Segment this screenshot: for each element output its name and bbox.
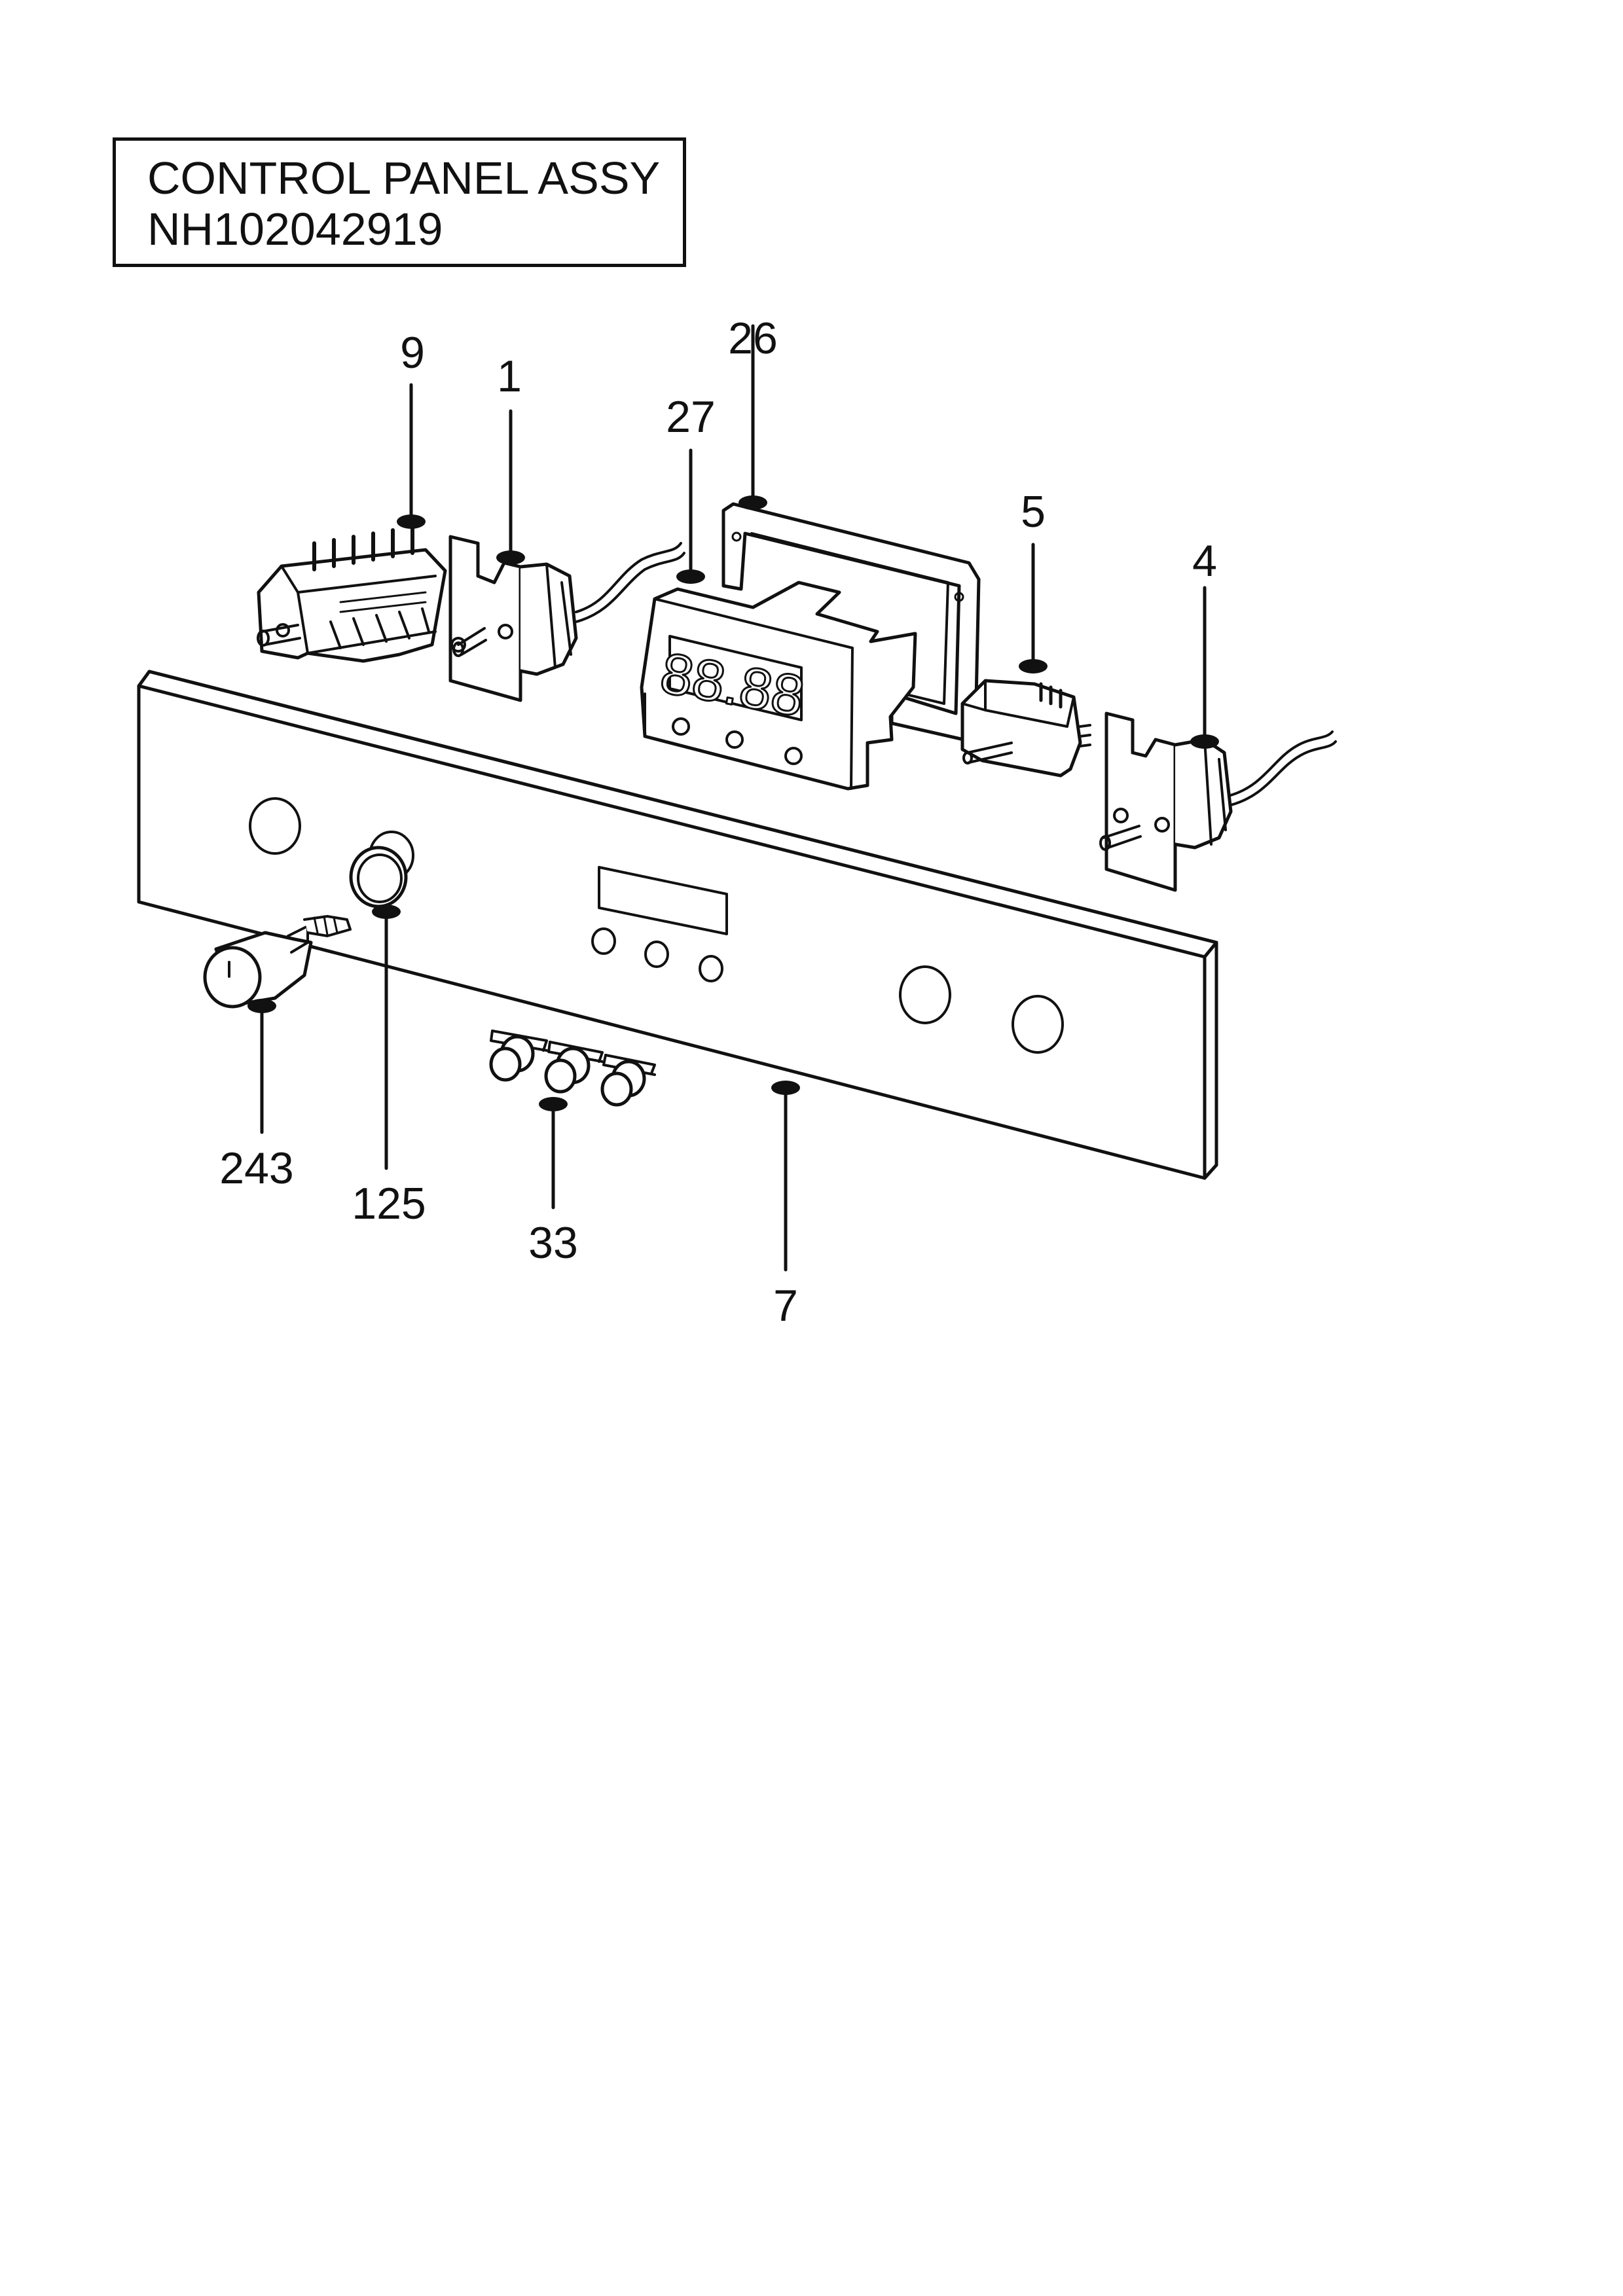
callout-label-125: 125	[352, 1179, 426, 1229]
callout-label-243: 243	[219, 1143, 293, 1193]
callout-label-9: 9	[400, 328, 425, 378]
thermostat-4	[1099, 711, 1337, 892]
clock-module-27: 88.88	[640, 581, 917, 791]
control-knob-243	[203, 915, 352, 1009]
callout-label-33: 33	[528, 1218, 578, 1268]
callout-label-27: 27	[666, 392, 716, 442]
callout-label-5: 5	[1021, 487, 1046, 537]
assembly-part-number: NH102042919	[147, 204, 443, 255]
selector-switch-9	[257, 527, 447, 663]
callout-dots	[247, 495, 1219, 1111]
callout-label-26: 26	[728, 314, 778, 363]
push-buttons-33	[489, 1030, 656, 1107]
leader-lines	[260, 324, 1207, 1272]
switch-5	[960, 679, 1091, 778]
assembly-title: CONTROL PANEL ASSY	[147, 152, 661, 204]
callout-label-1: 1	[497, 351, 522, 401]
title-box: CONTROL PANEL ASSY NH102042919	[113, 137, 686, 267]
callout-label-4: 4	[1192, 536, 1217, 586]
knob-bezel-125	[349, 846, 408, 908]
callout-label-7: 7	[773, 1281, 798, 1331]
control-panel-fascia	[137, 670, 1218, 1180]
thermostat-1	[448, 535, 685, 702]
